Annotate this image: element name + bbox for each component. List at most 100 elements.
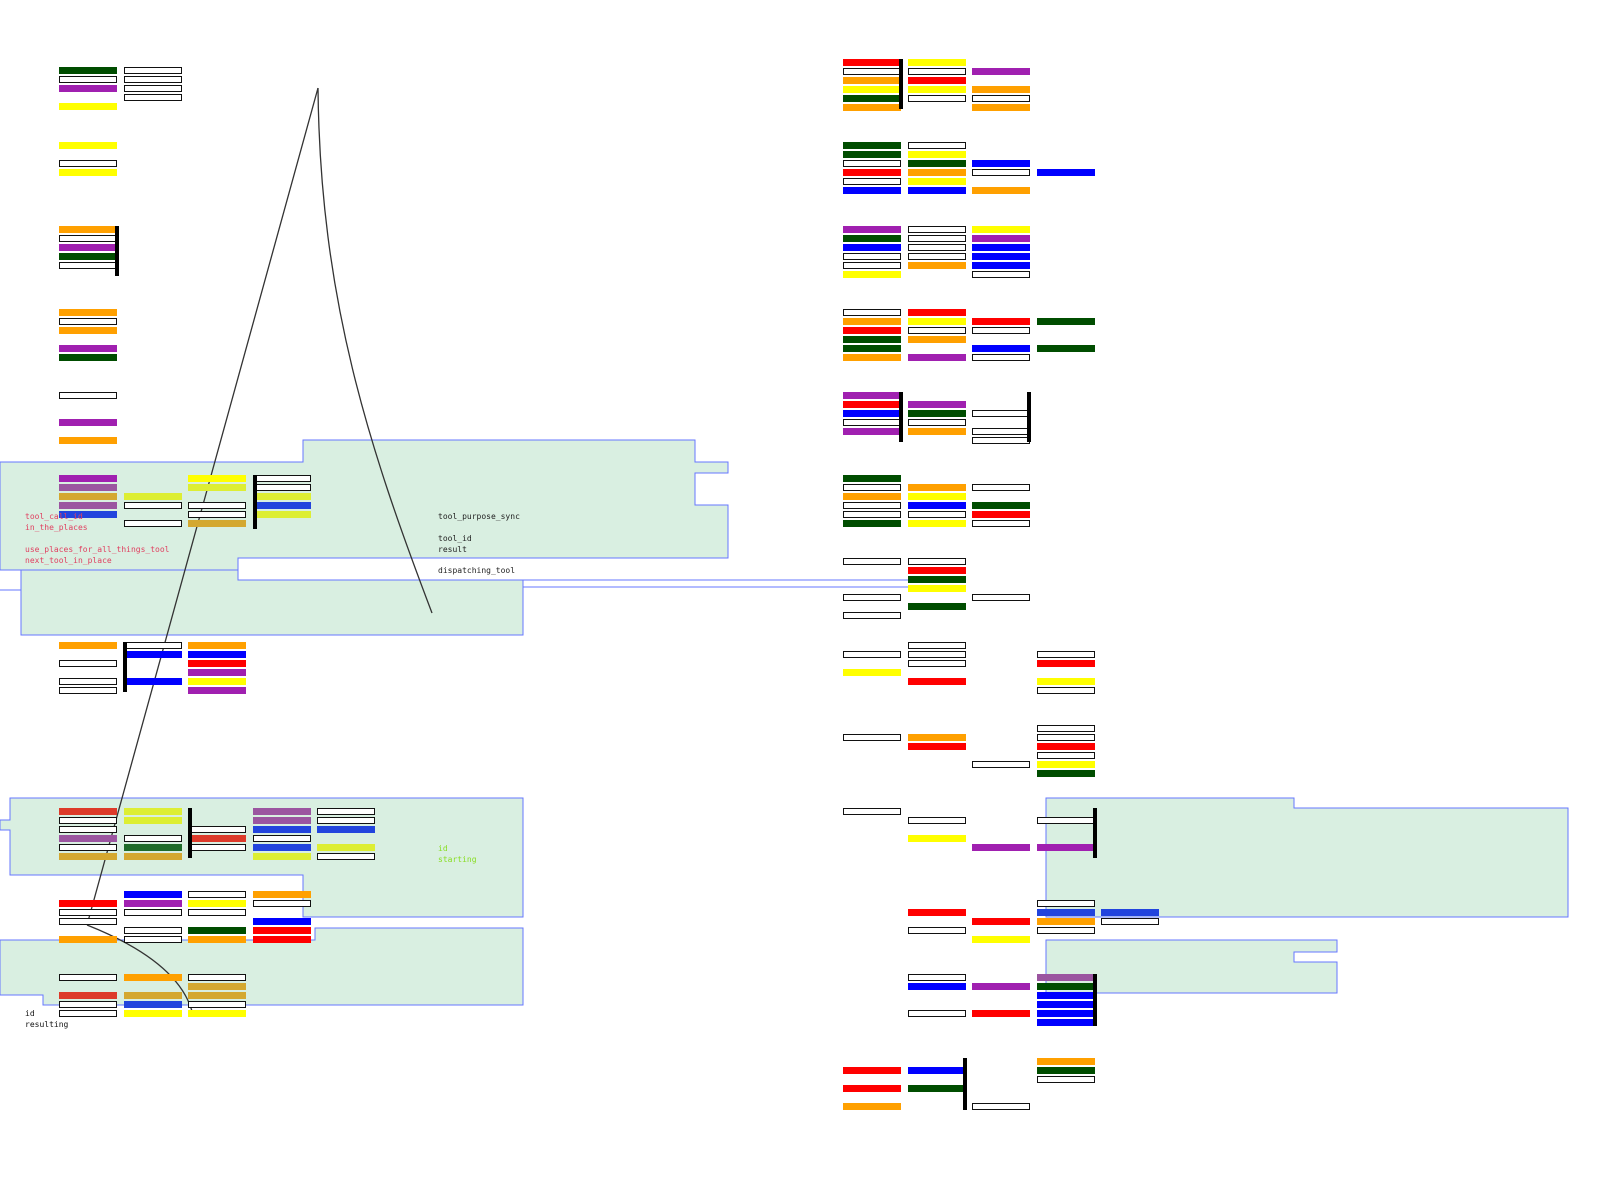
bar-cell bbox=[1036, 651, 1095, 658]
bar-cell bbox=[59, 808, 117, 815]
bar-cell bbox=[188, 642, 246, 649]
bar-cell bbox=[843, 327, 901, 334]
bar-cell bbox=[907, 817, 966, 824]
bar-cell bbox=[59, 853, 117, 860]
bar-cell bbox=[843, 77, 901, 84]
bar-cell bbox=[188, 844, 246, 851]
bar-cell bbox=[188, 909, 246, 916]
bar-cell bbox=[972, 983, 1030, 990]
bar-cell bbox=[188, 484, 246, 491]
bar-cell bbox=[252, 484, 311, 491]
bar-cell bbox=[843, 336, 901, 343]
bar-cell bbox=[1036, 761, 1095, 768]
bar-cell bbox=[59, 642, 117, 649]
bar-cell bbox=[252, 844, 311, 851]
bar-cell bbox=[59, 392, 117, 399]
bar-cell bbox=[907, 187, 966, 194]
dark-note: tool_id result bbox=[438, 534, 472, 554]
bar-cell bbox=[907, 743, 966, 750]
panel-top bbox=[0, 439, 729, 571]
bracket bbox=[123, 642, 127, 692]
bar-cell bbox=[59, 844, 117, 851]
bar-cell bbox=[188, 687, 246, 694]
bar-cell bbox=[123, 974, 182, 981]
bar-cell bbox=[907, 142, 966, 149]
bar-cell bbox=[907, 835, 966, 842]
bar-cell bbox=[252, 936, 311, 943]
bar-cell bbox=[843, 475, 901, 482]
bar-cell bbox=[317, 808, 375, 815]
bar-cell bbox=[843, 95, 901, 102]
bar-cell bbox=[188, 992, 246, 999]
bar-cell bbox=[1036, 678, 1095, 685]
bar-cell bbox=[59, 309, 117, 316]
bar-cell bbox=[907, 558, 966, 565]
bar-cell bbox=[1036, 918, 1095, 925]
bar-cell bbox=[59, 253, 117, 260]
bar-cell bbox=[907, 401, 966, 408]
bar-cell bbox=[1036, 1076, 1095, 1083]
bar-cell bbox=[907, 262, 966, 269]
bar-cell bbox=[59, 244, 117, 251]
bar-cell bbox=[843, 558, 901, 565]
bar-cell bbox=[123, 94, 182, 101]
bar-cell bbox=[188, 651, 246, 658]
bar-cell bbox=[59, 354, 117, 361]
bar-cell bbox=[843, 410, 901, 417]
bar-cell bbox=[907, 86, 966, 93]
bar-cell bbox=[907, 95, 966, 102]
bar-cell bbox=[252, 817, 311, 824]
bar-cell bbox=[907, 235, 966, 242]
bar-cell bbox=[59, 142, 117, 149]
bar-cell bbox=[907, 1010, 966, 1017]
bar-cell bbox=[972, 244, 1030, 251]
bar-cell bbox=[972, 936, 1030, 943]
bar-cell bbox=[907, 253, 966, 260]
bar-cell bbox=[188, 891, 246, 898]
bar-cell bbox=[59, 992, 117, 999]
bar-cell bbox=[188, 669, 246, 676]
bar-cell bbox=[1036, 909, 1095, 916]
bar-cell bbox=[188, 678, 246, 685]
bar-cell bbox=[59, 817, 117, 824]
bar-cell bbox=[1036, 983, 1095, 990]
bar-cell bbox=[188, 1001, 246, 1008]
bar-cell bbox=[59, 511, 117, 518]
bar-cell bbox=[59, 437, 117, 444]
bar-cell bbox=[907, 318, 966, 325]
bar-cell bbox=[252, 900, 311, 907]
bar-cell bbox=[972, 511, 1030, 518]
bar-cell bbox=[972, 484, 1030, 491]
bar-cell bbox=[972, 327, 1030, 334]
bar-cell bbox=[972, 68, 1030, 75]
bar-cell bbox=[1036, 992, 1095, 999]
bar-cell bbox=[123, 493, 182, 500]
bar-cell bbox=[843, 235, 901, 242]
bar-cell bbox=[59, 226, 117, 233]
bar-cell bbox=[907, 151, 966, 158]
bar-cell bbox=[252, 826, 311, 833]
bar-cell bbox=[843, 187, 901, 194]
bar-cell bbox=[1036, 844, 1095, 851]
bar-cell bbox=[59, 76, 117, 83]
panel-fourth bbox=[0, 927, 524, 1006]
bar-cell bbox=[907, 983, 966, 990]
bar-cell bbox=[123, 808, 182, 815]
bar-cell bbox=[59, 103, 117, 110]
bar-cell bbox=[972, 104, 1030, 111]
bar-cell bbox=[123, 817, 182, 824]
bracket bbox=[188, 808, 192, 858]
bar-cell bbox=[59, 345, 117, 352]
bar-cell bbox=[1101, 909, 1159, 916]
bracket bbox=[899, 392, 903, 442]
bar-cell bbox=[843, 392, 901, 399]
bar-cell bbox=[188, 660, 246, 667]
bar-cell bbox=[188, 974, 246, 981]
bar-cell bbox=[907, 336, 966, 343]
bar-cell bbox=[59, 900, 117, 907]
bar-cell bbox=[972, 428, 1030, 435]
bar-cell bbox=[907, 502, 966, 509]
bar-cell bbox=[59, 318, 117, 325]
bar-cell bbox=[972, 410, 1030, 417]
bar-cell bbox=[59, 67, 117, 74]
